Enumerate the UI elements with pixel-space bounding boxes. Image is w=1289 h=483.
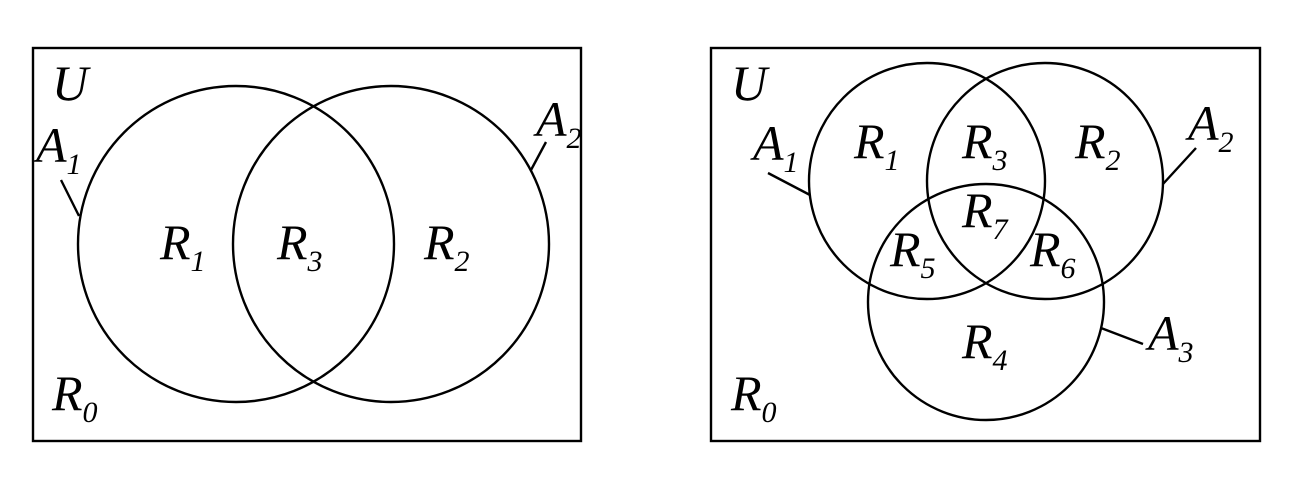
set-a3-leader-line (1100, 326, 1144, 346)
universe-label: U (731, 55, 770, 111)
region-r6-label: R6 (1029, 221, 1076, 285)
two-set-venn-diagram: U A1 A2 R0 R1 R2 R3 (31, 46, 583, 443)
set-a1-leader-line (59, 179, 81, 217)
region-r0-label: R0 (51, 365, 98, 429)
region-r2-label: R2 (423, 214, 470, 278)
region-r3-label: R3 (961, 113, 1008, 177)
region-r3-label: R3 (276, 214, 323, 278)
universe-box (31, 46, 583, 443)
three-set-venn-diagram: U A1 A2 A3 R0 R1 R2 R3 R4 R5 R6 R7 (709, 46, 1262, 443)
region-r7-label: R7 (961, 182, 1010, 246)
set-a1-leader-line (767, 171, 811, 197)
set-a2-label: A2 (533, 91, 582, 155)
region-r1-label: R1 (853, 113, 900, 177)
set-a1-circle (807, 61, 1047, 301)
set-a2-leader-line (1162, 147, 1197, 185)
universe-box (709, 46, 1262, 443)
universe-label: U (52, 55, 91, 111)
region-r0-label: R0 (730, 365, 777, 429)
region-r5-label: R5 (889, 221, 936, 285)
set-a2-leader-line (529, 141, 548, 171)
region-r4-label: R4 (961, 313, 1008, 377)
set-a2-label: A2 (1185, 95, 1234, 159)
set-a2-circle (231, 84, 551, 404)
set-a3-label: A3 (1145, 305, 1194, 369)
set-a1-label: A1 (33, 117, 82, 181)
set-a3-circle (866, 182, 1106, 422)
region-r1-label: R1 (159, 214, 206, 278)
set-a1-circle (76, 84, 396, 404)
set-a2-circle (925, 61, 1165, 301)
set-a1-label: A1 (750, 115, 799, 179)
region-r2-label: R2 (1074, 113, 1121, 177)
